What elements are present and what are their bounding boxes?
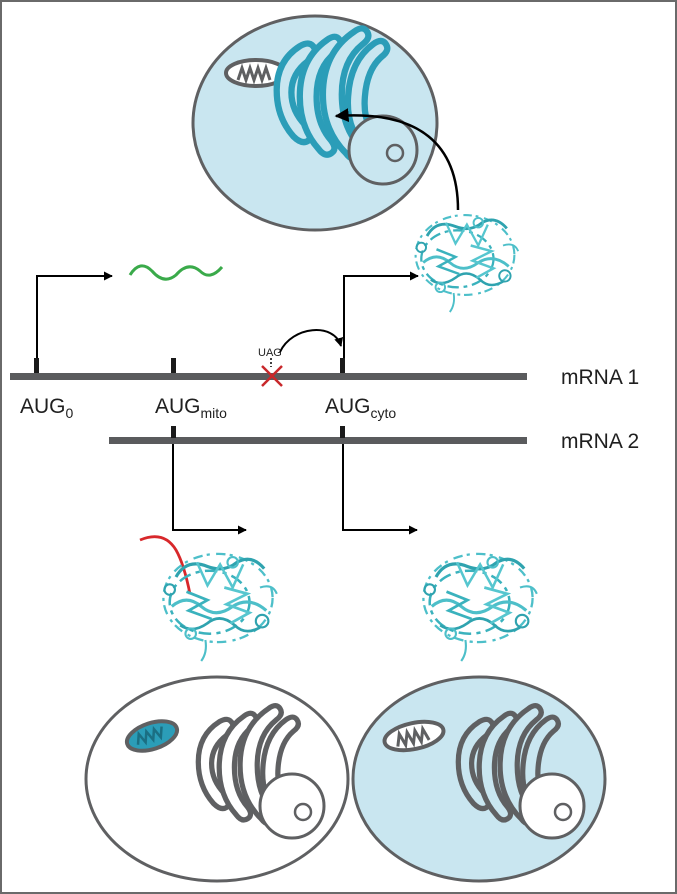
protein-structure-icon xyxy=(414,213,520,314)
stop-codon-cross-icon xyxy=(261,365,283,387)
cell-top xyxy=(191,14,439,232)
aug-mito-tick-2 xyxy=(171,426,176,438)
aug-cyto-label: AUGcyto xyxy=(325,395,396,421)
arrow-icon xyxy=(172,444,247,535)
cell-bottom-left xyxy=(84,675,350,883)
arrow-icon xyxy=(343,271,419,360)
arrow-icon xyxy=(36,271,113,360)
arrow-icon xyxy=(334,108,460,211)
arrow-icon xyxy=(342,444,418,535)
aug-mito-label: AUGmito xyxy=(155,395,227,421)
aug-cyto-tick xyxy=(340,358,345,373)
mrna2-line xyxy=(109,437,527,444)
nucleus-icon xyxy=(258,772,326,840)
mitochondrion-icon xyxy=(124,719,180,753)
aug-cyto-tick-2 xyxy=(340,426,345,438)
nucleus-icon xyxy=(347,114,419,186)
arrow-icon xyxy=(279,329,344,353)
stop-codon-label: UAG xyxy=(258,347,282,359)
upstream-orf-product xyxy=(128,264,224,281)
mrna2-label: mRNA 2 xyxy=(561,430,639,453)
aug0-tick xyxy=(34,358,39,373)
protein-structure-icon xyxy=(161,552,279,663)
nucleus-icon xyxy=(518,772,586,840)
protein-structure-icon xyxy=(421,552,539,663)
mrna1-line xyxy=(10,373,527,380)
mrna1-label: mRNA 1 xyxy=(561,366,639,389)
cell-bottom-right xyxy=(351,675,607,883)
aug0-label: AUG0 xyxy=(20,395,74,421)
aug-mito-tick xyxy=(171,358,176,373)
